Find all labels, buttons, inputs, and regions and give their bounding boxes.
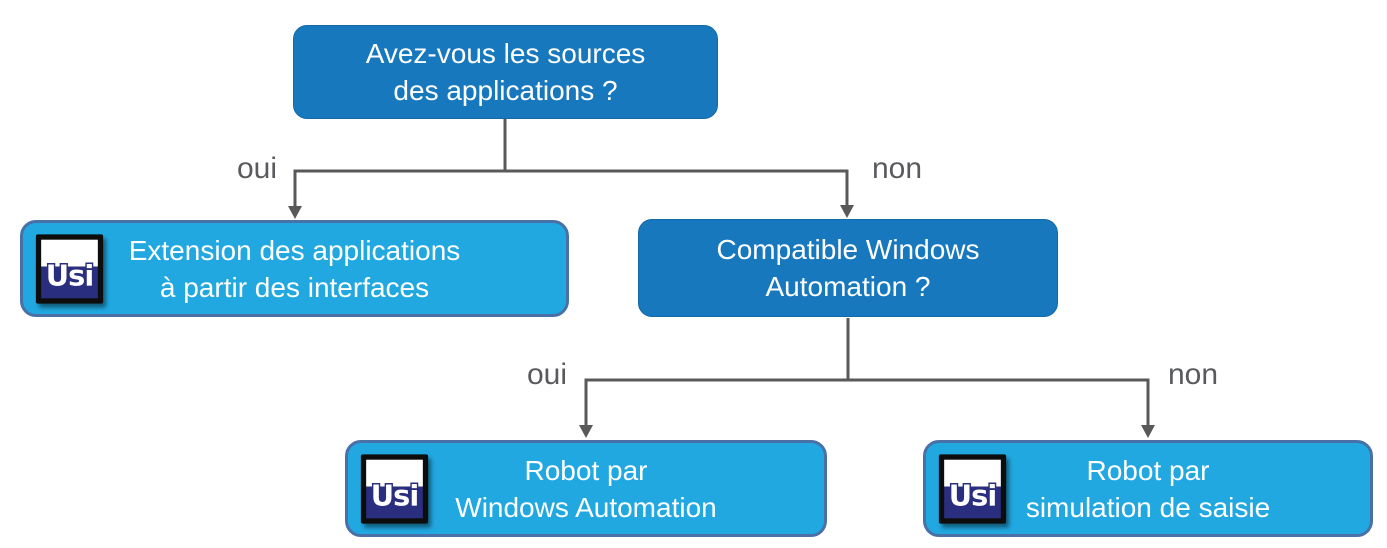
arrowhead-to-robot-sim (1141, 425, 1155, 438)
usi-logo-icon: Usi (35, 233, 104, 304)
node-text-line: à partir des interfaces (159, 271, 430, 303)
result-node-extension-interfaces: Usi Extension des applications à partir … (20, 220, 569, 317)
result-node-robot-simulation-saisie: Usi Robot par simulation de saisie (923, 440, 1373, 537)
connector-branch-1 (293, 119, 849, 208)
node-text-line: Compatible Windows (716, 234, 980, 265)
arrowhead-to-extension (288, 206, 302, 219)
edge-label-q2-non: non (1168, 358, 1219, 391)
node-text-line: simulation de saisie (1025, 491, 1271, 523)
decision-node-windows-automation: Compatible Windows Automation ? (638, 219, 1058, 317)
connector-branch-2 (584, 318, 1150, 426)
edge-label-q2-oui: oui (526, 358, 567, 391)
node-text-line: Robot par (524, 454, 648, 486)
decision-node-sources: Avez-vous les sources des applications ? (293, 25, 718, 119)
node-text-line: Extension des applications (128, 234, 461, 266)
usi-logo-text: Usi (949, 478, 997, 512)
result-node-robot-windows-automation: Usi Robot par Windows Automation (345, 440, 827, 537)
node-text-line: des applications ? (393, 75, 618, 106)
node-text-line: Avez-vous les sources (365, 38, 646, 69)
edge-label-q1-non: non (872, 152, 923, 185)
usi-logo-text: Usi (371, 478, 419, 512)
edge-label-q1-oui: oui (236, 152, 277, 185)
usi-logo-icon: Usi (360, 453, 429, 524)
node-text-line: Robot par (1086, 454, 1210, 486)
arrowhead-to-robot-win (579, 425, 593, 438)
usi-logo-text: Usi (46, 258, 94, 292)
arrowhead-to-win-auto (840, 205, 854, 218)
node-text-line: Automation ? (765, 271, 931, 302)
usi-logo-icon: Usi (938, 453, 1007, 524)
node-text-line: Windows Automation (455, 491, 717, 523)
